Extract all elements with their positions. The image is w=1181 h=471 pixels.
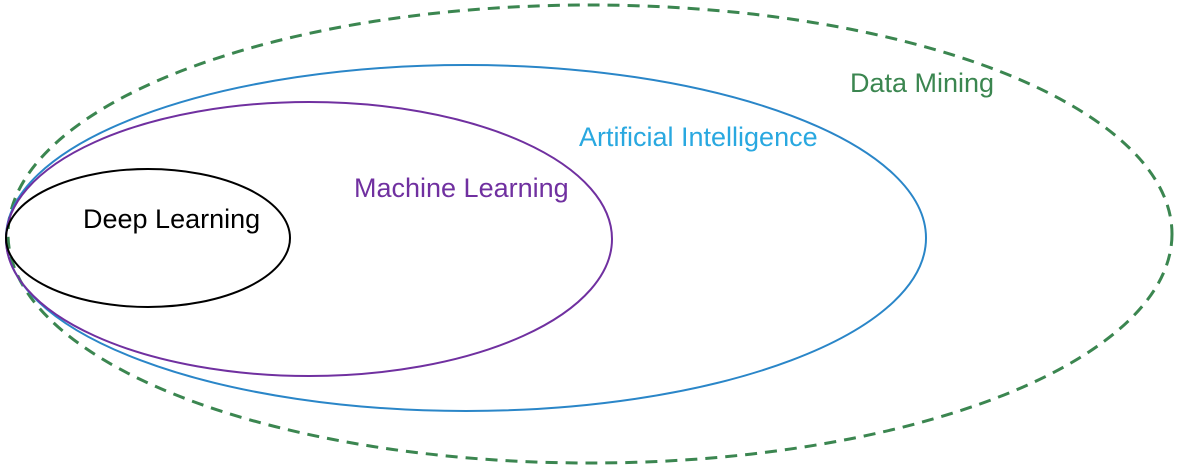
deep-learning-label: Deep Learning — [83, 204, 260, 234]
artificial-intelligence-label: Artificial Intelligence — [579, 122, 818, 152]
artificial-intelligence-ellipse — [5, 64, 927, 412]
machine-learning-ellipse — [5, 101, 613, 377]
data-mining-ellipse — [6, 3, 1174, 465]
machine-learning-label: Machine Learning — [354, 173, 569, 203]
deep-learning-ellipse — [5, 168, 291, 308]
data-mining-label: Data Mining — [850, 68, 994, 98]
